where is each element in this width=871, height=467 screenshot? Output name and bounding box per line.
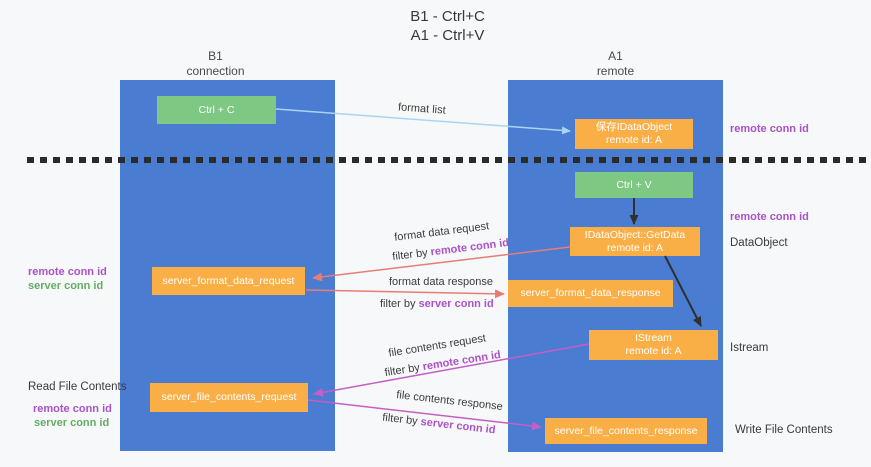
annotation-write-file-contents: Write File Contents bbox=[735, 424, 833, 436]
getdata-line1: IDataObject::GetData bbox=[584, 228, 686, 241]
getdata-line2: remote id: A bbox=[606, 241, 664, 254]
lane-header-b1: B1 connection bbox=[108, 49, 323, 79]
filter-id-remote-conn: remote conn id bbox=[429, 236, 510, 259]
node-ctrl-c: Ctrl + C bbox=[157, 96, 276, 124]
lane-header-a1: A1 remote bbox=[508, 49, 723, 79]
node-save-idataobject: 保存IDataObject remote id: A bbox=[575, 119, 693, 149]
server-format-data-request-label: server_format_data_request bbox=[162, 274, 295, 287]
annotation-read-file-contents: Read File Contents bbox=[28, 381, 127, 393]
lane-b1-role: connection bbox=[186, 64, 245, 78]
server-format-data-response-label: server_format_data_response bbox=[520, 287, 661, 299]
annotation-remote-conn-id-mid: remote conn id bbox=[730, 211, 809, 223]
dashed-separator bbox=[27, 157, 871, 163]
filter-prefix: filter by bbox=[391, 246, 432, 264]
annotation-left-server-conn-id: server conn id bbox=[28, 280, 104, 292]
diagram-title: B1 - Ctrl+C A1 - Ctrl+V bbox=[24, 7, 871, 45]
format-data-response-arrow bbox=[305, 289, 505, 299]
edge-label-format-list: format list bbox=[397, 101, 447, 117]
node-server-file-contents-response: server_file_contents_response bbox=[545, 418, 707, 444]
node-idataobject-getdata: IDataObject::GetData remote id: A bbox=[570, 227, 700, 256]
annotation-remote-conn-id-top: remote conn id bbox=[730, 123, 809, 135]
edge-label-file-contents-response: file contents response bbox=[395, 388, 504, 414]
save-idataobject-line1: 保存IDataObject bbox=[595, 121, 673, 133]
istream-line1: IStream bbox=[635, 332, 672, 344]
title-line-2: A1 - Ctrl+V bbox=[410, 27, 485, 44]
annotation-dataobject: DataObject bbox=[730, 237, 788, 249]
edge-filter-format-data-response: filter by server conn id bbox=[380, 298, 494, 310]
ctrl-c-label: Ctrl + C bbox=[198, 103, 235, 116]
filter-id-server-conn: server conn id bbox=[419, 415, 497, 437]
annotation-left-bottom-server-conn-id: server conn id bbox=[34, 417, 110, 429]
annotation-istream: Istream bbox=[730, 342, 769, 354]
node-ctrl-v: Ctrl + V bbox=[575, 172, 693, 198]
node-istream: IStream remote id: A bbox=[589, 330, 718, 360]
filter-prefix: filter by bbox=[381, 411, 422, 428]
save-idataobject-line2: remote id: A bbox=[605, 134, 663, 146]
node-server-format-data-request: server_format_data_request bbox=[152, 267, 305, 295]
lane-a1-role: remote bbox=[596, 64, 635, 78]
edge-label-format-data-response: format data response bbox=[389, 276, 493, 288]
title-line-1: B1 - Ctrl+C bbox=[410, 8, 485, 25]
server-file-contents-response-label: server_file_contents_response bbox=[554, 424, 698, 437]
node-server-format-data-response: server_format_data_response bbox=[508, 280, 673, 307]
annotation-left-bottom-remote-conn-id: remote conn id bbox=[33, 403, 112, 415]
server-file-contents-request-label: server_file_contents_request bbox=[161, 391, 297, 403]
ctrl-v-label: Ctrl + V bbox=[616, 178, 652, 191]
istream-line2: remote id: A bbox=[625, 345, 682, 357]
filter-prefix: filter by bbox=[383, 361, 424, 380]
filter-prefix: filter by bbox=[380, 298, 419, 310]
lane-b1-name: B1 bbox=[208, 49, 223, 63]
node-server-file-contents-request: server_file_contents_request bbox=[150, 383, 308, 412]
edge-filter-file-contents-response: filter by server conn id bbox=[382, 412, 496, 437]
filter-id-server-conn: server conn id bbox=[418, 298, 494, 310]
annotation-left-remote-conn-id: remote conn id bbox=[28, 266, 107, 278]
lane-a1-name: A1 bbox=[608, 49, 623, 63]
